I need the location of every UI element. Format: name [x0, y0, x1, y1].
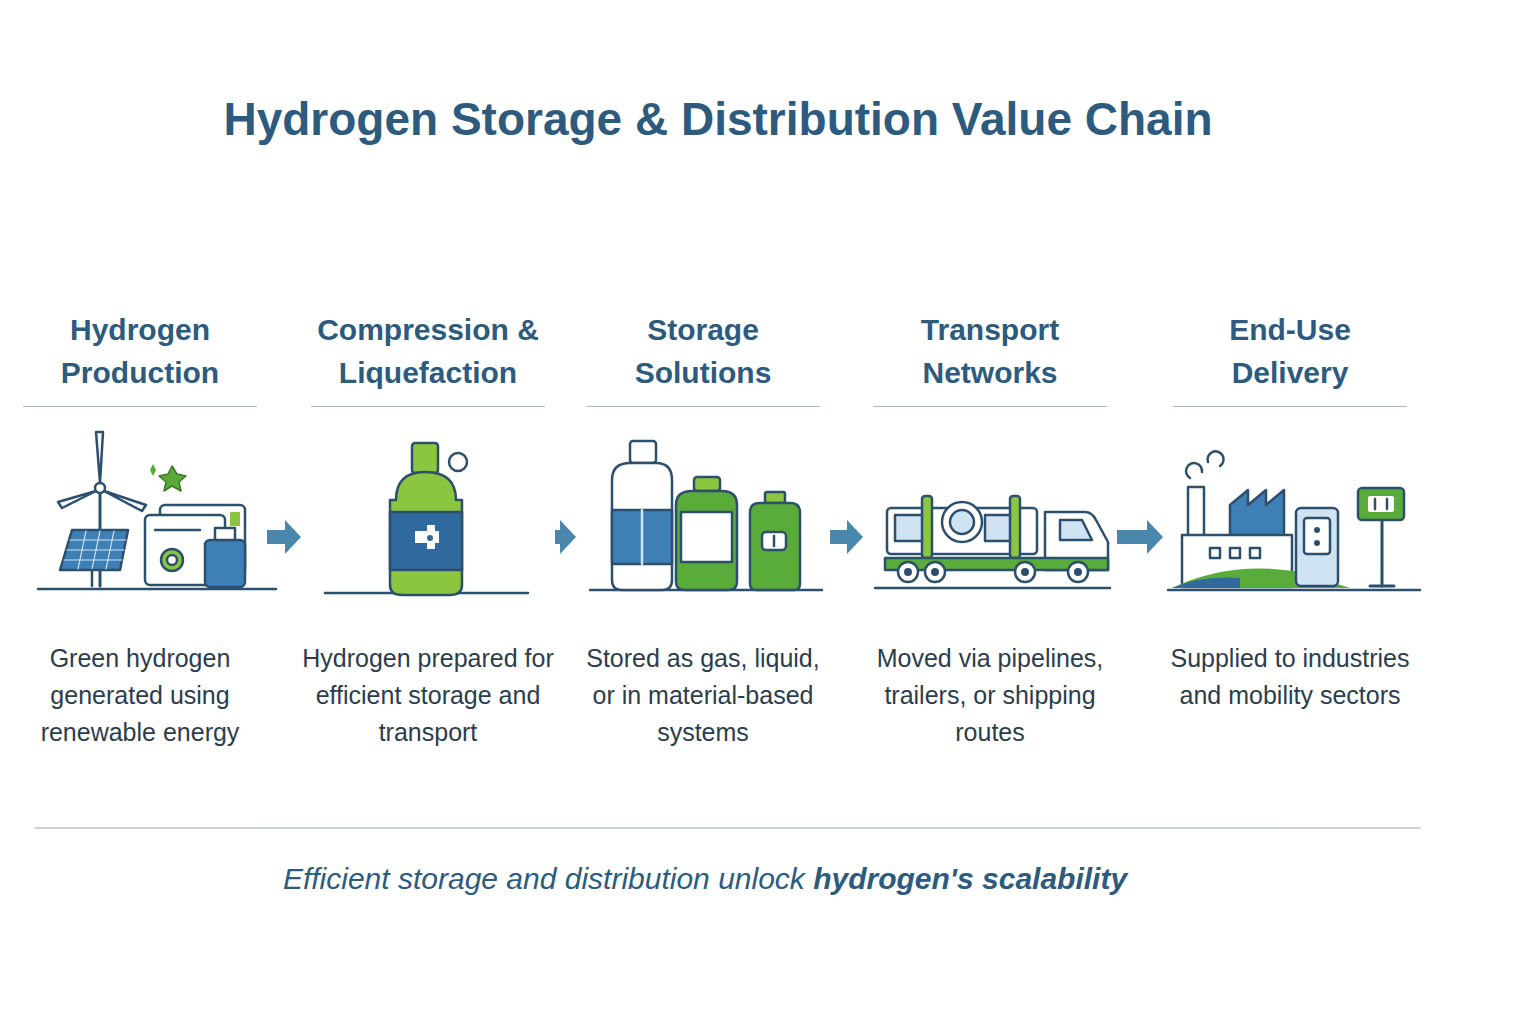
stage-heading: Hydrogen Production [23, 308, 257, 407]
stage-description: Supplied to industries and mobility sect… [1159, 640, 1421, 714]
stage-description: Hydrogen prepared for efficient storage … [297, 640, 559, 751]
stage-description: Green hydrogen generated using renewable… [9, 640, 271, 751]
stage-column: Hydrogen ProductionGreen hydrogen genera… [15, 308, 265, 407]
stage-column: Compression & LiquefactionHydrogen prepa… [303, 308, 553, 407]
flow-arrow [267, 520, 301, 554]
stage-heading: End-Use Delivery [1173, 308, 1407, 407]
diagram-title: Hydrogen Storage & Distribution Value Ch… [0, 92, 1436, 146]
stage-column: Transport NetworksMoved via pipelines, t… [865, 308, 1115, 407]
stage-column: Storage SolutionsStored as gas, liquid, … [578, 308, 828, 407]
caption-text: Efficient storage and distribution unloc… [0, 862, 1410, 896]
stage-heading: Storage Solutions [586, 308, 820, 407]
stage-heading: Compression & Liquefaction [311, 308, 545, 407]
stage-description: Moved via pipelines, trailers, or shippi… [859, 640, 1121, 751]
stage-heading: Transport Networks [873, 308, 1107, 407]
stage-description: Stored as gas, liquid, or in material-ba… [572, 640, 834, 751]
flow-arrow [1117, 520, 1163, 554]
flow-arrow [555, 520, 576, 554]
stage-column: End-Use DeliverySupplied to industries a… [1165, 308, 1415, 407]
flow-arrow [830, 520, 863, 554]
